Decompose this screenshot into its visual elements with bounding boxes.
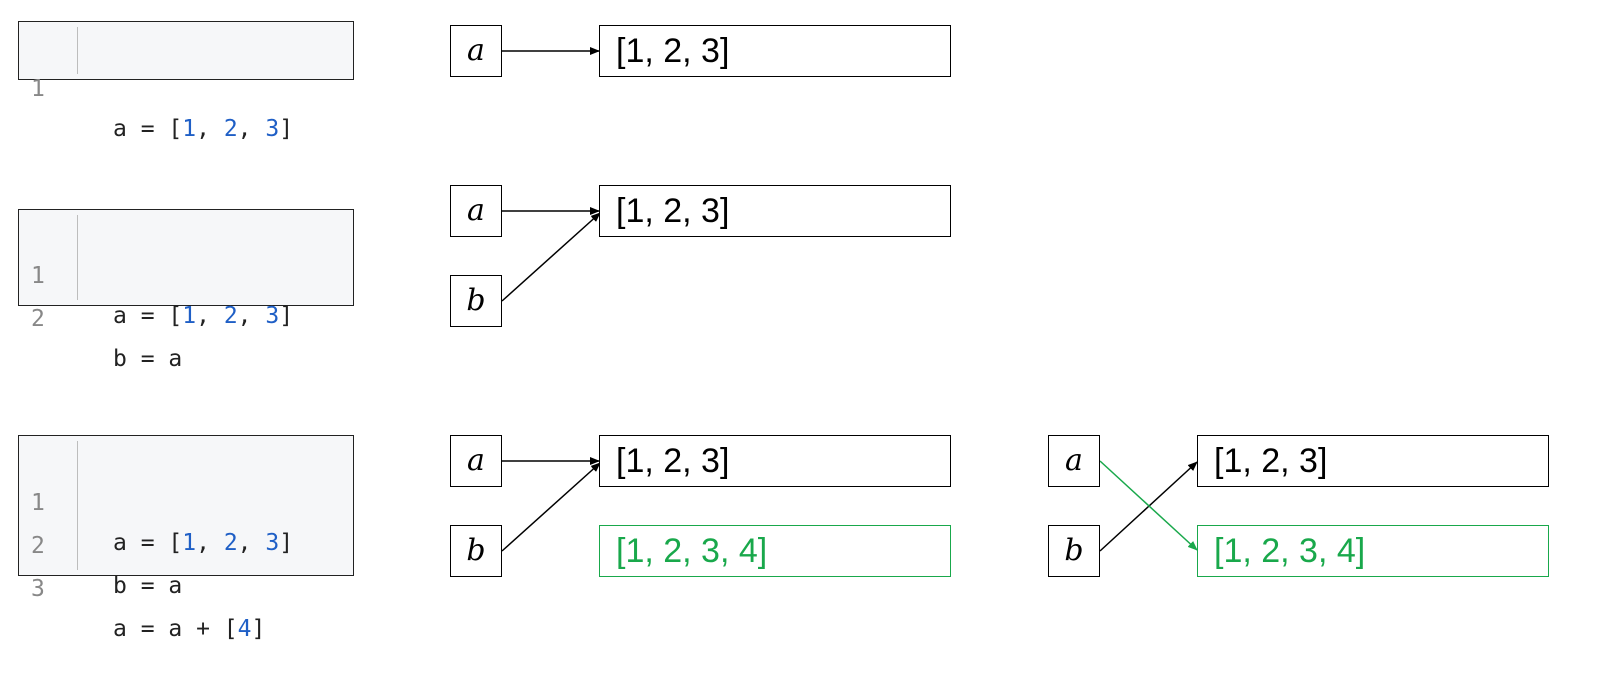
new-list-object-box: [1, 2, 3, 4]: [1197, 525, 1549, 577]
code-token: ,: [237, 303, 266, 329]
line-number: 2: [31, 533, 45, 559]
list-object-box: [1, 2, 3]: [599, 25, 951, 77]
code-token: a = [: [113, 303, 183, 329]
code-number: 2: [223, 530, 238, 556]
code-token: ,: [237, 530, 266, 556]
code-token: ,: [196, 116, 224, 142]
code-token: ,: [196, 530, 224, 556]
code-number: 4: [237, 616, 252, 642]
line-number: 1: [31, 263, 45, 289]
code-number: 1: [182, 303, 197, 329]
line-gutter: [77, 441, 78, 570]
code-token: b = a: [113, 346, 183, 372]
variable-b-box: b: [1048, 525, 1100, 577]
code-number: 1: [182, 530, 197, 556]
code-token: ]: [251, 616, 266, 642]
arrow-b-to-list: [501, 462, 601, 552]
code-number: 3: [265, 303, 280, 329]
code-number: 2: [223, 116, 238, 142]
code-block-2: 1 a = [1, 2, 3] 2 b = a: [18, 209, 354, 372]
arrow-a-to-new-list: [1099, 460, 1198, 551]
code-token: b = a: [113, 573, 183, 599]
code-line: 1 a = [1, 2, 3]: [19, 443, 293, 556]
code-text: a = [1, 2, 3]: [113, 296, 293, 336]
code-token: ,: [237, 116, 266, 142]
code-text: a = a + [4]: [113, 609, 265, 649]
list-object-box: [1, 2, 3]: [599, 185, 951, 237]
code-token: ]: [279, 116, 294, 142]
line-number: 1: [31, 490, 45, 516]
variable-a-box: a: [450, 435, 502, 487]
code-line: 1 a = [1, 2, 3]: [19, 29, 293, 142]
code-block-1: 1 a = [1, 2, 3]: [18, 21, 354, 142]
code-number: 2: [223, 303, 238, 329]
variable-b-box: b: [450, 275, 502, 327]
list-object-box: [1, 2, 3]: [1197, 435, 1549, 487]
code-line: 1 a = [1, 2, 3]: [19, 216, 293, 329]
arrow-b-to-list: [501, 212, 601, 302]
code-token: ]: [279, 530, 294, 556]
line-number: 2: [31, 306, 45, 332]
code-number: 3: [265, 530, 280, 556]
code-token: ]: [279, 303, 294, 329]
code-token: a = [: [113, 116, 183, 142]
code-token: a = [: [113, 530, 183, 556]
line-gutter: [77, 27, 78, 74]
code-number: 1: [182, 116, 197, 142]
line-number: 1: [31, 76, 45, 102]
arrows-layer: [501, 47, 1198, 552]
variable-a-box: a: [450, 25, 502, 77]
variable-b-box: b: [450, 525, 502, 577]
code-line: 2 b = a: [19, 486, 182, 599]
code-token: a = a + [: [113, 616, 238, 642]
new-list-object-box: [1, 2, 3, 4]: [599, 525, 951, 577]
line-gutter: [77, 215, 78, 300]
code-token: ,: [196, 303, 224, 329]
line-number: 3: [31, 576, 45, 602]
code-text: b = a: [113, 566, 182, 606]
code-text: a = [1, 2, 3]: [113, 109, 293, 149]
variable-a-box: a: [450, 185, 502, 237]
code-text: a = [1, 2, 3]: [113, 523, 293, 563]
code-text: b = a: [113, 339, 182, 379]
code-number: 3: [265, 116, 280, 142]
code-line: 2 b = a: [19, 259, 182, 372]
variable-a-box: a: [1048, 435, 1100, 487]
list-object-box: [1, 2, 3]: [599, 435, 951, 487]
